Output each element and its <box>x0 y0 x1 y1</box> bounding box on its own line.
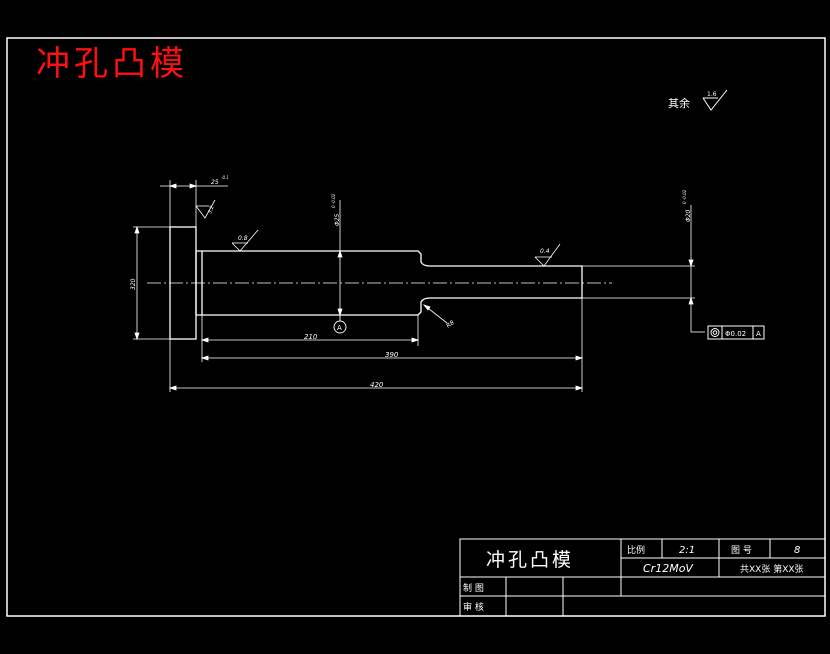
flange-roughness-icon <box>195 199 216 219</box>
body-diameter-tolerance: 0 -0.02 <box>331 193 336 208</box>
dim-210-label: 210 <box>304 333 318 341</box>
drawing-frame <box>6 37 826 617</box>
title-block-scale-label: 比例 <box>627 544 645 556</box>
dim-390-label: 390 <box>385 351 399 359</box>
dim-420-label: 420 <box>370 381 384 389</box>
title-block-drawn-label: 制 图 <box>463 582 484 594</box>
fillet-leader <box>422 304 448 324</box>
roughness-note-value: 1.6 <box>707 91 717 98</box>
roughness-note-text: 其余 <box>668 96 690 110</box>
fillet-label: R8 <box>445 319 456 329</box>
geometric-tolerance-frame <box>707 325 765 340</box>
body-roughness-icon <box>231 229 259 252</box>
flange-roughness-label: 3.2 <box>207 205 215 215</box>
title-block-drawing-no-label: 图 号 <box>731 545 752 556</box>
tip-diameter-tolerance: 0 -0.02 <box>682 189 687 204</box>
title-block-checked-label: 审 核 <box>463 601 484 613</box>
flange-thickness-tolerance: -0.1 <box>221 175 229 180</box>
tip-diameter-label: Φ20 <box>685 209 692 222</box>
body-diameter-dimension <box>337 200 343 317</box>
tip-roughness-label: 0.4 <box>540 248 550 255</box>
body-diameter-label: Φ25 <box>334 213 341 226</box>
datum-label: A <box>337 324 342 332</box>
title-block-part-name: 冲孔凸模 <box>486 549 574 571</box>
body-outline <box>196 250 583 316</box>
flange-thickness-dimension <box>160 180 228 251</box>
tolerance-datum: A <box>756 330 761 338</box>
title-block-material: Cr12MoV <box>643 562 694 575</box>
drawing-red-title: 冲孔凸模 <box>36 44 188 84</box>
roughness-symbol-icon <box>702 89 728 111</box>
title-block-sheets: 共XX张 第XX张 <box>740 563 804 575</box>
flange-height-dimension <box>133 225 170 341</box>
title-block-scale-value: 2:1 <box>679 545 695 556</box>
body-roughness-label: 0.8 <box>238 235 248 242</box>
datum-marker <box>333 315 347 334</box>
flange-thickness-label: 25 <box>211 179 219 186</box>
length-dimensions <box>168 298 584 392</box>
tolerance-value: Φ0.02 <box>725 330 746 338</box>
tip-roughness-icon <box>534 243 561 267</box>
title-block <box>459 538 826 617</box>
flange-height-label: 320 <box>130 278 137 290</box>
title-block-drawing-no-value: 8 <box>794 545 800 556</box>
tip-diameter-dimension <box>582 205 705 333</box>
